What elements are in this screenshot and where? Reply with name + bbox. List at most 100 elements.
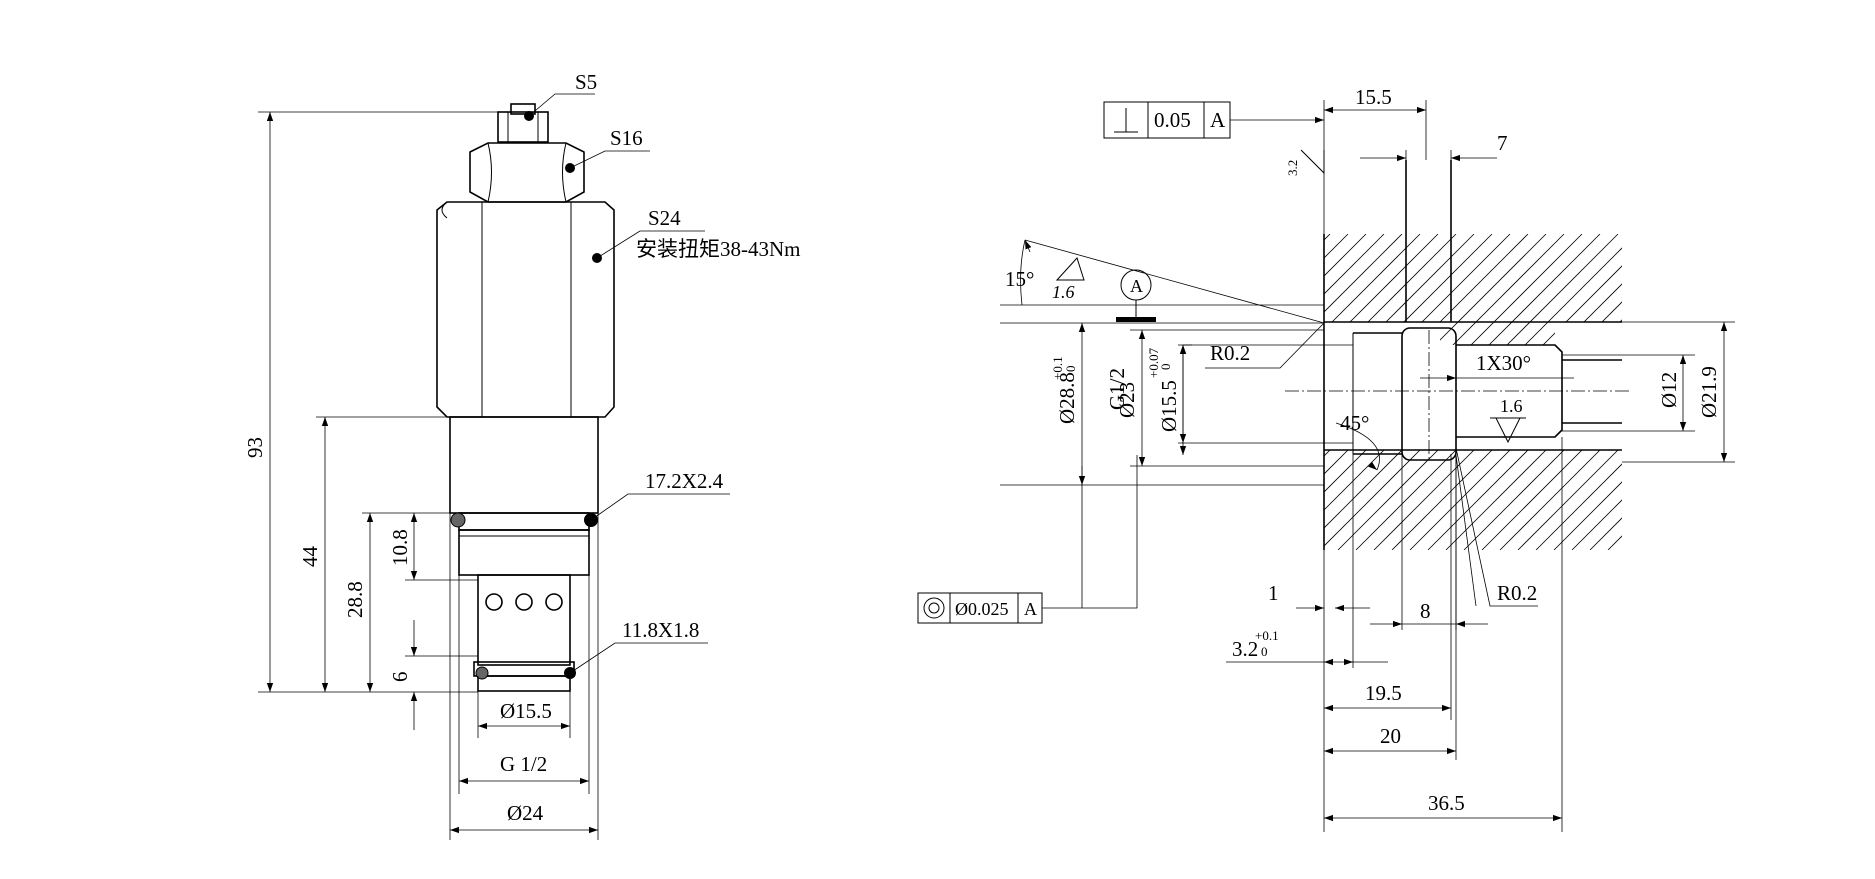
dim-44: 44 <box>298 546 322 568</box>
angle-15: 15° <box>1005 267 1034 291</box>
dim-19-5: 19.5 <box>1365 681 1402 705</box>
left-callouts: S5 S16 S24 安装扭矩38-43Nm 17.2X2.4 11.8X1.8 <box>528 70 801 674</box>
roughness-bore: 1.6 <box>1490 396 1526 444</box>
torque-label: 安装扭矩38-43Nm <box>636 237 801 261</box>
s5-label: S5 <box>575 70 597 94</box>
dim-8: 8 <box>1420 599 1431 623</box>
hatch-line <box>1842 234 1875 550</box>
hatch-line <box>1752 234 1875 550</box>
hatch-line <box>1698 234 1875 550</box>
dim-20: 20 <box>1380 724 1401 748</box>
hatch-line <box>1324 234 1367 550</box>
hatch-line <box>1337 234 1622 550</box>
bottom-dimensions: 1 8 3.2 +0.1 0 19.5 20 36.5 <box>1226 437 1563 832</box>
radius-bottom: R0.2 <box>1455 447 1538 607</box>
dia-23-tol-lower: 0 <box>1063 366 1078 373</box>
dia-thread: G1/2 <box>1105 368 1129 410</box>
hatch-line <box>1662 234 1875 550</box>
hatch-line <box>1324 234 1475 550</box>
chamfer-annotations: 15° 1.6 A <box>1000 239 1325 324</box>
dim-36-5: 36.5 <box>1428 791 1465 815</box>
concentricity-frame: Ø0.025 A <box>917 455 1138 624</box>
right-diameters: Ø12 Ø21.9 <box>1562 321 1735 463</box>
hatch-line <box>1788 234 1875 550</box>
hatch-line <box>1324 234 1403 550</box>
hatch-line <box>1324 234 1547 550</box>
conc-datum: A <box>1024 599 1037 619</box>
hatch-line <box>1770 234 1875 550</box>
hatch-line <box>1499 234 1622 550</box>
dim-93: 93 <box>243 437 267 458</box>
hatch-line <box>1553 234 1622 550</box>
hatch-line <box>1324 234 1622 550</box>
hatch-line <box>1716 234 1875 550</box>
hatch-line <box>1860 234 1875 550</box>
hatch-line <box>1824 234 1875 550</box>
chamfer-label: 1X30° <box>1476 351 1531 375</box>
s24-hex-body <box>436 201 615 418</box>
hatch-line <box>1463 234 1622 550</box>
hatch-line <box>996 234 1312 550</box>
hatch-line <box>1535 234 1622 550</box>
lower-body <box>449 416 599 692</box>
oring-large-label: 17.2X2.4 <box>645 469 724 493</box>
s24-label: S24 <box>648 206 681 230</box>
right-view: 0.05 A 3.2 15.5 7 15° <box>917 85 1875 832</box>
dim-dia-15-5: Ø15.5 <box>500 699 552 723</box>
dim-6: 6 <box>388 672 412 683</box>
angle-45: 45° <box>1335 411 1380 471</box>
dim-3-2: 3.2 <box>1232 637 1258 661</box>
angle-45-label: 45° <box>1340 411 1369 435</box>
edge-chamfer: 1X30° <box>1420 351 1574 382</box>
dia-15-5: Ø15.5 <box>1157 380 1181 432</box>
dia-23: Ø23 <box>1115 382 1139 418</box>
left-dimensions: 93 44 28.8 10.8 6 Ø15.5 G 1/2 <box>243 111 599 840</box>
radius-bottom-label: R0.2 <box>1497 581 1537 605</box>
roughness-left-value: 1.6 <box>1052 282 1075 302</box>
s5-hex-nut <box>497 103 549 143</box>
hatch-line <box>1324 234 1421 550</box>
oring-small-label: 11.8X1.8 <box>622 618 699 642</box>
hatch-line <box>1373 234 1622 550</box>
hatch-line <box>1324 234 1439 550</box>
left-view: S5 S16 S24 安装扭矩38-43Nm 17.2X2.4 11.8X1.8… <box>243 70 801 840</box>
hatch-line <box>1481 234 1622 550</box>
roughness-top-value: 3.2 <box>1285 160 1300 176</box>
concentricity-symbol <box>923 597 945 619</box>
perp-datum: A <box>1210 108 1226 132</box>
hatch-line <box>1324 234 1385 550</box>
roughness-bore-value: 1.6 <box>1500 396 1523 416</box>
dim-15-5: 15.5 <box>1355 85 1392 109</box>
cavity-outline <box>1285 160 1630 550</box>
dim-28-8: 28.8 <box>343 581 367 618</box>
dia-23-tol-upper: +0.1 <box>1050 356 1065 380</box>
dim-1: 1 <box>1268 581 1279 605</box>
hatch-line <box>1517 234 1622 550</box>
hatch-line <box>1806 234 1875 550</box>
hatch-line <box>1324 234 1349 550</box>
perp-tolerance: 0.05 <box>1154 108 1191 132</box>
hatch-line <box>1607 234 1622 550</box>
datum-label: A <box>1130 276 1143 296</box>
perpendicularity-frame: 0.05 A <box>1103 101 1324 139</box>
dim-dia-24: Ø24 <box>507 801 544 825</box>
dim-thread: G 1/2 <box>500 752 547 776</box>
s16-label: S16 <box>610 126 643 150</box>
hatch-line <box>1571 234 1622 550</box>
hatch-line <box>1355 234 1622 550</box>
hatch-line <box>1324 234 1619 550</box>
hatch-line <box>942 234 1258 550</box>
hatch-line <box>1324 234 1529 550</box>
dim-7: 7 <box>1497 131 1508 155</box>
dim-3-2-tol-lower: 0 <box>1261 644 1268 659</box>
conc-tolerance: Ø0.025 <box>955 599 1009 619</box>
dim-10-8: 10.8 <box>388 529 412 566</box>
dia-15-5-tol-lower: 0 <box>1158 364 1173 371</box>
hatch-line <box>1324 234 1601 550</box>
hatch-line <box>1324 234 1493 550</box>
dim-3-2-tol-upper: +0.1 <box>1255 628 1279 643</box>
hatch-line <box>1324 234 1583 550</box>
hatch-line <box>1589 234 1622 550</box>
roughness-top: 3.2 <box>1285 149 1325 176</box>
